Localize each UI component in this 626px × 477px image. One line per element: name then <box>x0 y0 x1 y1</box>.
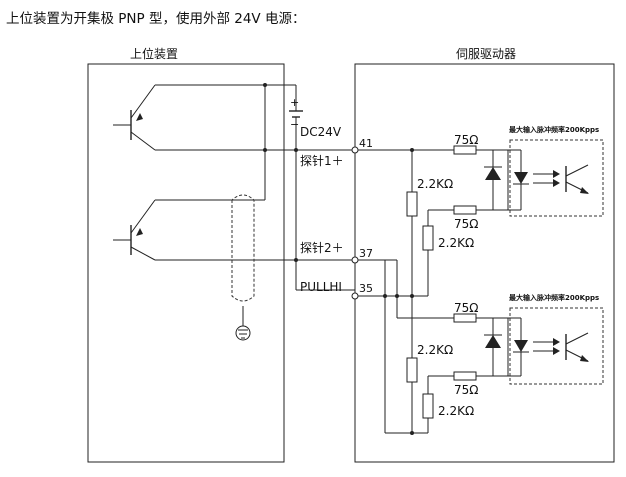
pullhi-label: PULLHI <box>300 280 342 294</box>
r-75-4-label: 75Ω <box>454 383 478 397</box>
pin-37: 37 <box>359 247 373 260</box>
pin-41: 41 <box>359 137 373 150</box>
resistor-2k2-4 <box>422 393 434 419</box>
power-label: DC24V <box>300 125 342 139</box>
r-22k-4-label: 2.2KΩ <box>438 404 474 418</box>
terminal-41 <box>351 146 359 154</box>
transistor-1 <box>113 84 156 151</box>
resistor-2k2-1 <box>406 191 418 217</box>
r-75-1-label: 75Ω <box>454 133 478 147</box>
diode-2 <box>485 335 501 348</box>
servo-drive-box <box>354 63 615 463</box>
opto-note-2: 最大输入脉冲频率200Kpps <box>509 293 599 302</box>
battery-minus: − <box>290 118 299 131</box>
r-22k-3-label: 2.2KΩ <box>417 343 453 357</box>
opto-note-1: 最大输入脉冲频率200Kpps <box>509 125 599 134</box>
r-22k-2-label: 2.2KΩ <box>438 236 474 250</box>
probe2-label: 探针2＋ <box>300 240 344 255</box>
battery-plus: + <box>290 96 299 109</box>
resistor-75-1 <box>453 145 477 155</box>
upper-device-label: 上位装置 <box>130 46 178 61</box>
terminal-35 <box>351 292 359 300</box>
pin-35: 35 <box>359 282 373 295</box>
optocoupler-2 <box>509 307 604 385</box>
transistor-2 <box>113 199 156 261</box>
resistor-2k2-2 <box>422 225 434 251</box>
resistor-75-3 <box>453 313 477 323</box>
resistor-75-4 <box>453 371 477 381</box>
r-22k-1-label: 2.2KΩ <box>417 177 453 191</box>
resistor-75-2 <box>453 205 477 215</box>
page-heading: 上位装置为开集极 PNP 型，使用外部 24V 电源： <box>6 11 306 27</box>
resistor-2k2-3 <box>406 357 418 383</box>
diode-1 <box>485 167 501 180</box>
cable-shield <box>231 194 255 302</box>
ground-icon <box>235 325 251 341</box>
terminal-37 <box>351 256 359 264</box>
r-75-3-label: 75Ω <box>454 301 478 315</box>
r-75-2-label: 75Ω <box>454 217 478 231</box>
probe1-label: 探针1＋ <box>300 153 344 168</box>
servo-drive-label: 伺服驱动器 <box>456 47 516 61</box>
upper-device-box <box>87 63 285 463</box>
optocoupler-1 <box>509 139 604 217</box>
